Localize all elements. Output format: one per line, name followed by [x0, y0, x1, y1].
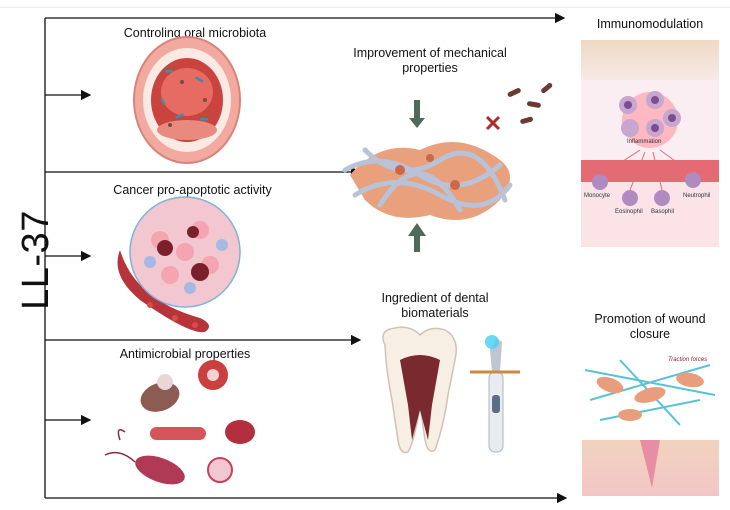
tumor-illustration: [117, 196, 241, 333]
cell-label-monocyte: Monocyte: [584, 193, 611, 199]
traction-forces-label: Traction forces: [668, 357, 708, 363]
label-antimicrobial: Antimicrobial properties: [119, 347, 251, 361]
bacteria-illustration: [104, 360, 255, 485]
mechanical-illustration: [342, 82, 553, 252]
label-mechanical: Improvement of mechanical properties: [353, 46, 507, 75]
label-wound-closure: Promotion of wound closure: [594, 312, 706, 341]
label-immunomodulation: Immunomodulation: [596, 17, 704, 31]
tooth-illustration: [382, 326, 457, 454]
cell-label-basophil: Basophil: [651, 209, 675, 215]
cell-label-neutrophil: Neutrophil: [683, 193, 711, 199]
mouth-illustration: [133, 36, 241, 164]
top-divider: [0, 7, 730, 8]
label-cancer-activity: Cancer pro-apoptotic activity: [113, 183, 272, 197]
label-dental: Ingredient of dental biomaterials: [381, 291, 489, 320]
bracket-lines: [44, 12, 568, 504]
cell-label-eosinophil: Eosinophil: [615, 209, 643, 215]
curing-light-icon: [470, 335, 520, 453]
wound-closure-panel: [582, 348, 719, 496]
immunomodulation-panel: [581, 40, 719, 247]
inflammation-label: Inflammation: [627, 139, 662, 145]
label-oral-microbiota: Controling oral microbiota: [123, 26, 267, 40]
